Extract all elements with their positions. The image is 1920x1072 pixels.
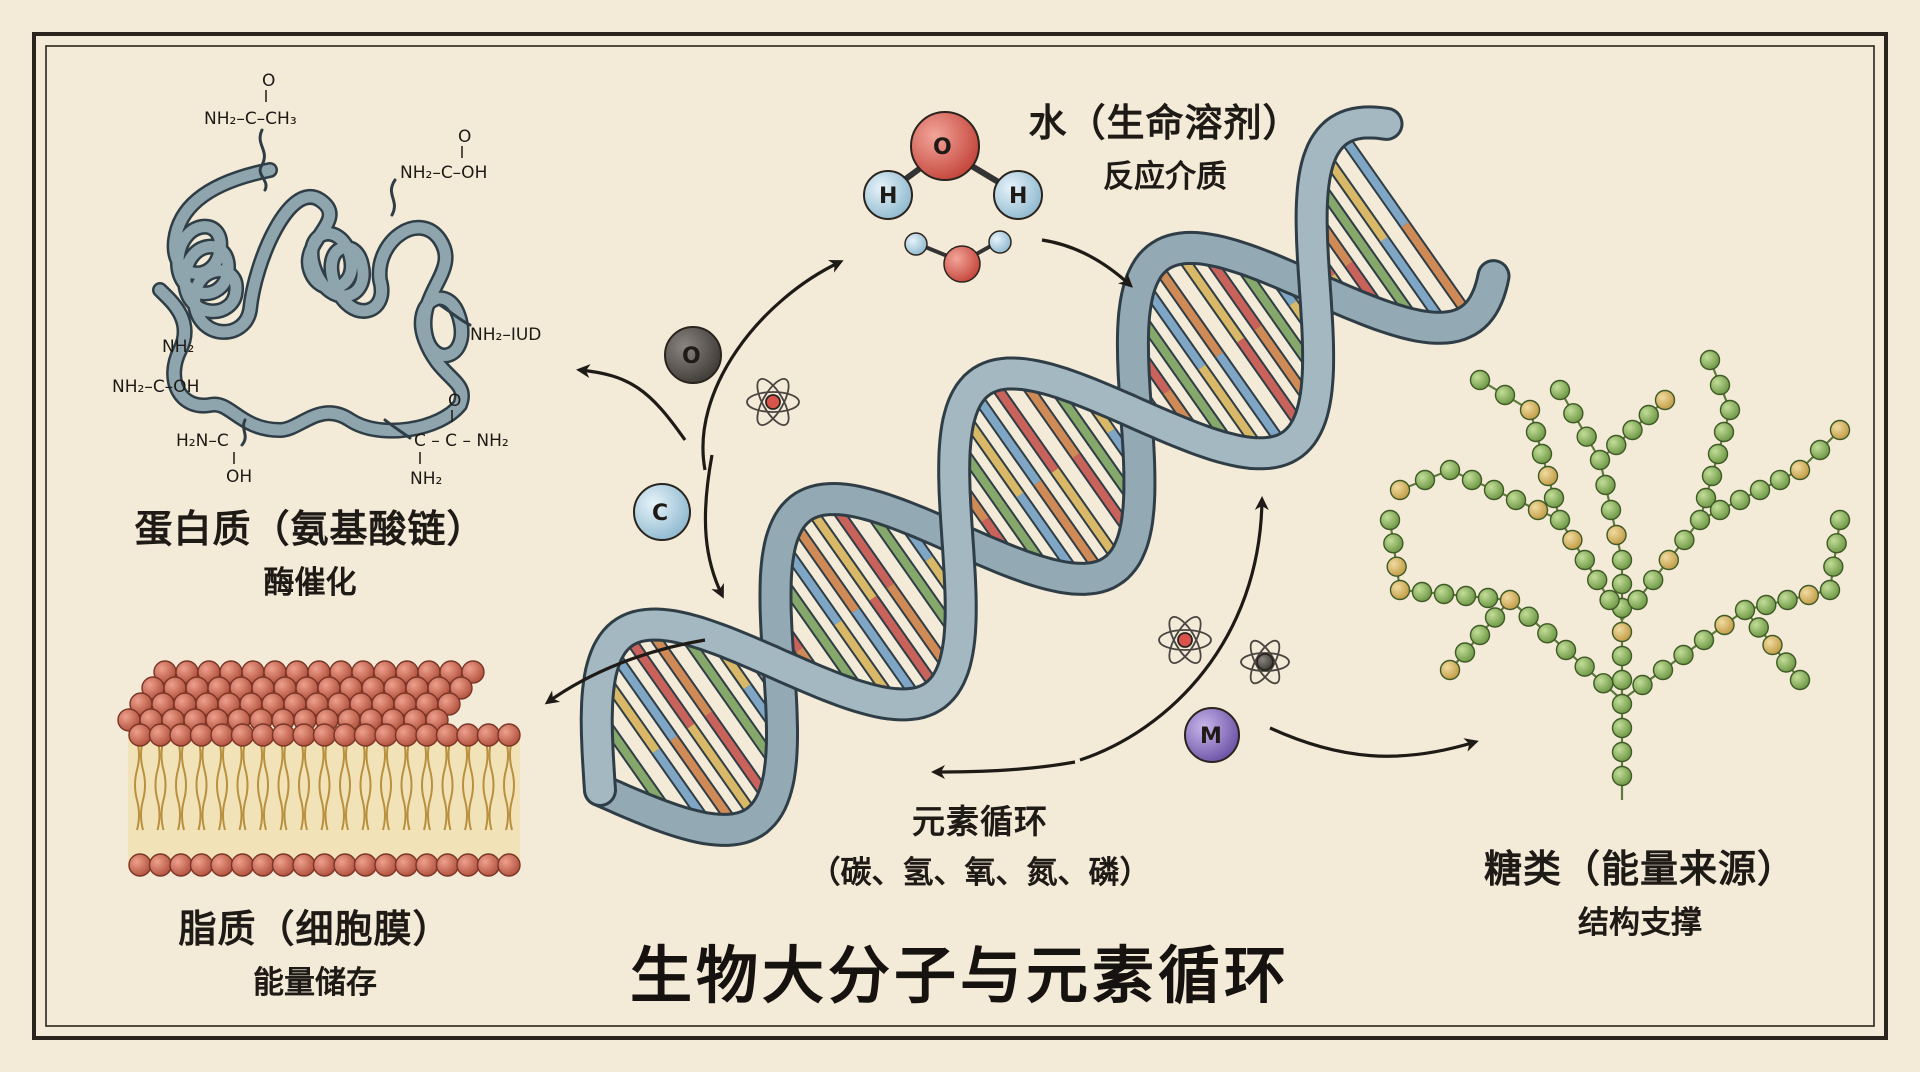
water-oxygen-letter: O	[933, 135, 952, 160]
protein-loop-line	[258, 128, 268, 192]
water-molecule: O H H	[863, 111, 1043, 220]
hydrogen-atom	[863, 170, 913, 220]
protein-group-amide: C – C – NH₂	[414, 431, 509, 451]
protein-group-carboxyl: NH₂–C–OH	[112, 377, 199, 397]
oxygen-atom	[910, 111, 980, 181]
atom-icon	[746, 378, 800, 426]
dna-base-pairs	[591, 127, 1477, 833]
arrow-water-to-dna	[1041, 238, 1133, 288]
oxygen-letter: O	[682, 344, 701, 369]
protein-subtitle: 酶催化	[263, 565, 357, 601]
protein-label: 蛋白质（氨基酸链） 酶催化	[110, 498, 510, 602]
protein-structure	[152, 128, 472, 447]
arrow-to-sugar	[1269, 726, 1479, 758]
protein-title: 蛋白质（氨基酸链）	[134, 507, 486, 551]
protein-ribbon-outline	[152, 162, 470, 439]
protein-group-oxygen: O	[458, 127, 471, 147]
protein-group-oxygen: O	[448, 391, 461, 411]
atom-icon	[1240, 639, 1290, 685]
protein-group-hydroxyl: OH	[226, 467, 252, 487]
protein-group-oxygen: O	[262, 71, 275, 91]
m-element: M	[1184, 707, 1240, 763]
arrow-to-dna-center	[703, 454, 724, 599]
protein-group-amine: NH₂	[162, 337, 194, 357]
water-label: 水（生命溶剂） 反应介质	[1000, 92, 1330, 196]
water-title: 水（生命溶剂）	[1028, 101, 1302, 145]
dna-backbone-strand-b-fill	[582, 108, 1401, 804]
page-title: 生物大分子与元素循环	[629, 939, 1290, 1012]
water-hydrogen-letter: H	[879, 184, 897, 209]
water-hydrogen-letter: H	[1009, 184, 1027, 209]
arrow-to-water	[701, 259, 844, 471]
dna-backbone-strand-a-fill	[586, 233, 1508, 844]
lipid-subtitle: 能量储存	[253, 965, 377, 1001]
cycle-arrows	[544, 238, 1479, 779]
protein-loop-line	[438, 303, 472, 327]
protein-ribbon	[154, 164, 468, 437]
border-frame	[32, 32, 1888, 1040]
protein-group-amine: H₂N–C	[176, 431, 229, 451]
m-letter: M	[1200, 724, 1222, 749]
hydrogen-atom	[993, 170, 1043, 220]
atom-icon	[1158, 616, 1212, 664]
protein-loop-line	[389, 178, 397, 217]
sugar-subtitle: 结构支撑	[1578, 905, 1702, 941]
carbon-letter: C	[652, 501, 668, 526]
lipid-title: 脂质（细胞膜）	[178, 907, 452, 951]
protein-chem-groups: O NH₂–C–CH₃ O NH₂–C–OH NH₂–IUD NH₂ NH₂–C…	[112, 71, 541, 489]
cycle-subtitle: （碳、氢、氧、氮、磷）	[809, 855, 1151, 891]
dna-helix	[579, 105, 1511, 847]
arrow-to-protein	[576, 364, 687, 441]
protein-group-amine: NH₂	[410, 469, 442, 489]
small-water-molecule	[904, 230, 1012, 283]
arrow-to-cycle-label	[931, 760, 1076, 779]
lipid-bilayer	[117, 660, 521, 877]
cycle-label: 元素循环 （碳、氢、氧、氮、磷）	[780, 795, 1180, 892]
sugar-polymer-tree	[1379, 349, 1851, 800]
carbon-element: C	[633, 483, 691, 541]
lipid-label: 脂质（细胞膜） 能量储存	[150, 898, 480, 1002]
protein-group-carboxyl: NH₂–C–OH	[400, 163, 487, 183]
protein-group-amide: NH₂–C–CH₃	[204, 109, 297, 129]
sugar-label: 糖类（能量来源） 结构支撑	[1450, 838, 1830, 942]
protein-loop-line	[240, 418, 247, 447]
arrow-cycle-up	[1079, 496, 1269, 762]
arrow-to-lipid	[544, 638, 706, 705]
water-subtitle: 反应介质	[1103, 159, 1227, 195]
oxygen-element: O	[664, 326, 722, 384]
protein-loop-line	[383, 418, 412, 440]
cycle-title: 元素循环	[912, 802, 1048, 841]
sugar-title: 糖类（能量来源）	[1483, 847, 1796, 891]
protein-group-amine: NH₂–IUD	[470, 325, 541, 345]
